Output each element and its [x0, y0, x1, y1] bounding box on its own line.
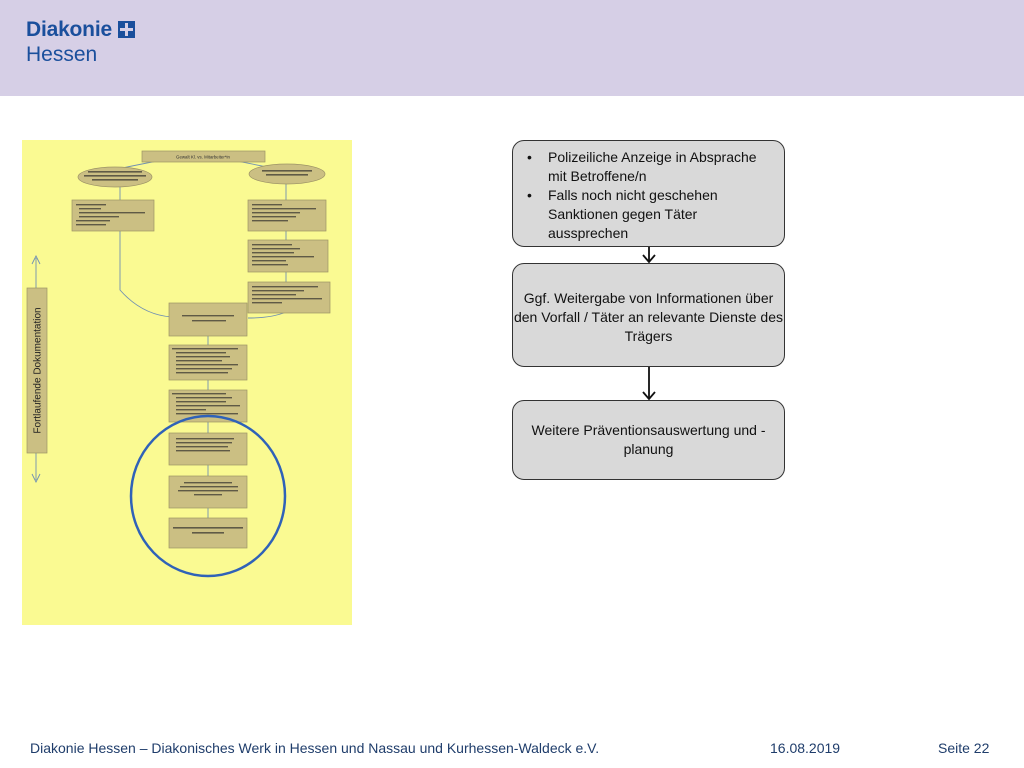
- diakonie-logo[interactable]: Diakonie Hessen: [26, 19, 135, 65]
- thumbnail-center-box-1: [168, 302, 248, 337]
- thumbnail-center-box-4: [168, 432, 248, 466]
- flow-step-information-sharing: Ggf. Weitergabe von Informationen über d…: [512, 263, 785, 367]
- footer-page-number: Seite 22: [938, 740, 990, 756]
- flow-step-prevention-review: Weitere Präventionsauswertung und -planu…: [512, 400, 785, 480]
- thumbnail-left-ellipse: [77, 166, 153, 188]
- logo-region: Hessen: [26, 43, 98, 66]
- flow-step-police-report: Polizeiliche Anzeige in Absprache mit Be…: [512, 140, 785, 247]
- logo-name: Diakonie: [26, 18, 112, 41]
- logo-main-row: Diakonie: [26, 19, 135, 40]
- flow-step-bullets: Polizeiliche Anzeige in Absprache mit Be…: [527, 148, 772, 243]
- diakonie-cross-icon: [117, 21, 135, 38]
- flowchart-thumbnail-svg: Gewalt Kl. vs. Mitarbeiter*in: [26, 150, 331, 578]
- thumbnail-side-label: Fortlaufende Dokumentation: [33, 307, 44, 433]
- footer-organization: Diakonie Hessen – Diakonisches Werk in H…: [30, 740, 600, 756]
- slide-footer: Diakonie Hessen – Diakonisches Werk in H…: [0, 738, 1024, 760]
- flowchart-thumbnail: Gewalt Kl. vs. Mitarbeiter*in: [22, 140, 352, 625]
- thumbnail-center-box-2: [168, 344, 248, 381]
- header-band: Diakonie Hessen: [0, 0, 1024, 96]
- flow-step-bullet: Falls noch nicht geschehen Sanktionen ge…: [527, 186, 772, 243]
- thumbnail-side-label-box: [26, 287, 48, 454]
- flow-step-bullet: Polizeiliche Anzeige in Absprache mit Be…: [527, 148, 772, 186]
- thumbnail-highlight-circle: [129, 414, 287, 578]
- thumbnail-top-box: [141, 150, 266, 163]
- thumbnail-top-box-label: Gewalt Kl. vs. Mitarbeiter*in: [176, 155, 230, 160]
- footer-date: 16.08.2019: [770, 740, 841, 756]
- thumbnail-center-box-5: [168, 475, 248, 509]
